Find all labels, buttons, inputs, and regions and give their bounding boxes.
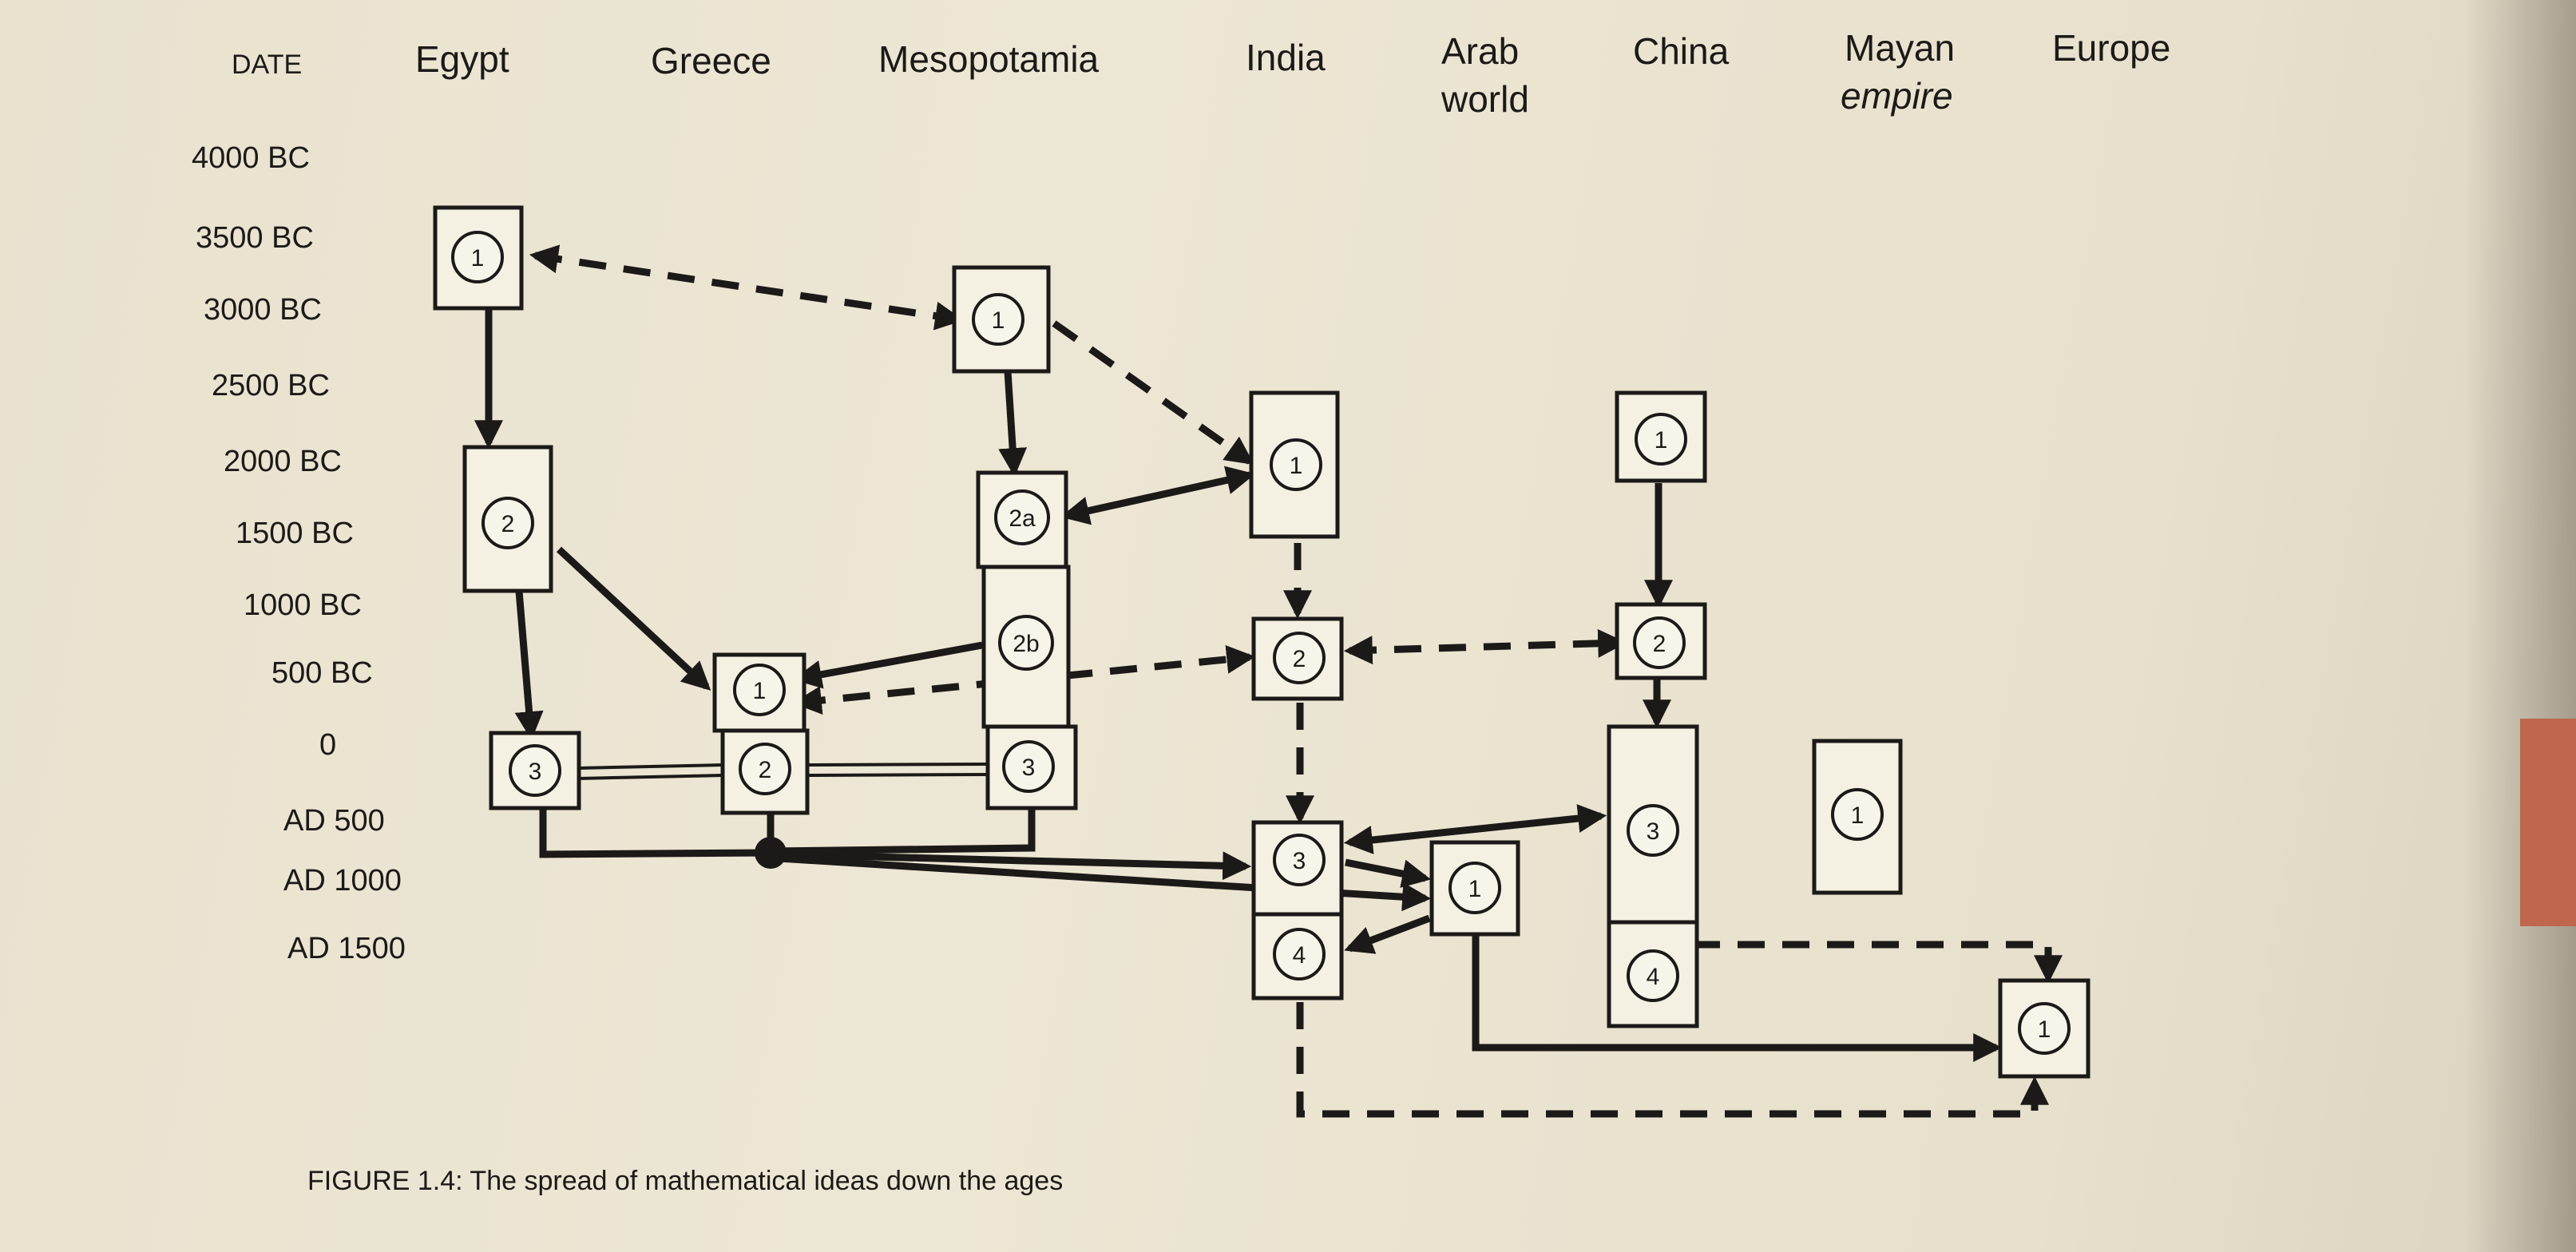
date-label: 1000 BC: [244, 588, 362, 622]
figure-caption: FIGURE 1.4: The spread of mathematical i…: [307, 1166, 1063, 1196]
node-label: 4: [1647, 964, 1660, 990]
arrow-junction-india3: [778, 850, 1252, 881]
arrow-meso2a-india1: [1060, 466, 1256, 525]
arrow-egypt2-greece1: [556, 546, 711, 691]
date-label: 4000 BC: [192, 141, 310, 175]
link-egypt3-greece2: [578, 763, 723, 770]
node-label: 1: [2038, 1016, 2051, 1043]
arrow-meso1-2a: [998, 370, 1028, 477]
node-china-3: 3: [1607, 724, 1699, 925]
node-india-4: 4: [1251, 912, 1344, 1000]
arrow-egypt-2-3: [514, 590, 544, 741]
node-india-1: 1: [1249, 390, 1340, 539]
link-greece2-meso3: [806, 763, 987, 767]
node-greece-2: 2: [720, 728, 810, 815]
node-europe-1: 1: [1998, 978, 2091, 1079]
node-india-2: 2: [1251, 616, 1344, 701]
node-label: 1: [1468, 876, 1482, 902]
node-label: 3: [529, 759, 542, 785]
node-label: 2: [501, 511, 515, 537]
header-date: DATE: [232, 50, 302, 80]
date-label: AD 1500: [287, 932, 406, 965]
arrow-india3-china3: [1343, 804, 1607, 854]
date-label: AD 500: [283, 804, 385, 838]
node-china-2: 2: [1615, 602, 1707, 680]
date-label: 1500 BC: [236, 517, 354, 550]
link-egypt3-junction: [539, 808, 771, 858]
page-edge-shadow: [2464, 0, 2576, 1252]
arrow-meso2b-greece1: [792, 641, 983, 689]
node-label: 3: [1293, 848, 1306, 874]
node-greece-1: 1: [712, 652, 806, 733]
node-label: 1: [1290, 453, 1303, 479]
header-europe: Europe: [2052, 27, 2170, 69]
arrow-india2-china2: [1343, 628, 1627, 665]
date-label: 3000 BC: [204, 293, 322, 327]
header-india: India: [1246, 37, 1326, 78]
node-china-4: 4: [1607, 920, 1699, 1028]
node-label: 1: [471, 245, 485, 271]
header-egypt: Egypt: [415, 38, 509, 80]
node-label: 1: [753, 678, 767, 704]
header-mayan-line2: empire: [1841, 75, 1953, 117]
node-egypt-3: 3: [489, 731, 581, 810]
header-greece: Greece: [651, 40, 771, 81]
node-egypt-2: 2: [462, 445, 553, 593]
link-meso3-junction: [770, 808, 1036, 855]
node-meso-2b: 2b: [981, 565, 1071, 729]
arrow-china4-europe: [1693, 941, 2063, 985]
node-label: 2: [759, 757, 772, 783]
node-label: 3: [1022, 755, 1036, 781]
date-label: 2000 BC: [224, 445, 342, 478]
node-egypt-1: 1: [433, 205, 524, 311]
node-label: 1: [992, 307, 1005, 334]
node-label: 4: [1293, 942, 1306, 969]
arrow-egypt1-meso1: [529, 244, 965, 331]
arrow-meso1-india1: [1052, 320, 1254, 466]
node-meso-1: 1: [952, 265, 1051, 374]
node-india-3: 3: [1251, 820, 1344, 917]
node-label: 2a: [1009, 505, 1036, 532]
date-label: 2500 BC: [212, 369, 330, 402]
date-label: AD 1000: [283, 864, 402, 897]
node-label: 2b: [1013, 631, 1039, 657]
header-arab-line1: Arab: [1441, 30, 1519, 72]
node-label: 3: [1647, 818, 1660, 845]
arrow-india3-arab: [1345, 858, 1432, 889]
bookmark-tab: [2520, 719, 2576, 926]
date-label: 0: [319, 728, 336, 762]
date-label: 500 BC: [271, 656, 373, 690]
node-arab-1: 1: [1429, 840, 1520, 937]
node-mayan-1: 1: [1812, 739, 1903, 895]
header-china: China: [1633, 30, 1730, 72]
node-meso-2a: 2a: [976, 470, 1068, 569]
link-egypt3-greece2: [578, 774, 723, 780]
arrow-india4-europe: [1296, 1002, 2049, 1118]
arrow-arab-india4: [1344, 914, 1431, 954]
node-label: 1: [1851, 802, 1865, 829]
node-label: 2: [1653, 631, 1666, 657]
header-arab-line2: world: [1441, 78, 1529, 120]
arrow-arab-europe: [1472, 934, 2003, 1062]
node-china-1: 1: [1615, 390, 1707, 483]
node-label: 2: [1293, 646, 1306, 672]
node-meso-3: 3: [985, 724, 1078, 810]
header-mayan-line1: Mayan: [1845, 27, 1955, 69]
date-label: 3500 BC: [196, 221, 314, 255]
header-mesopotamia: Mesopotamia: [878, 38, 1100, 80]
node-label: 1: [1655, 427, 1668, 454]
